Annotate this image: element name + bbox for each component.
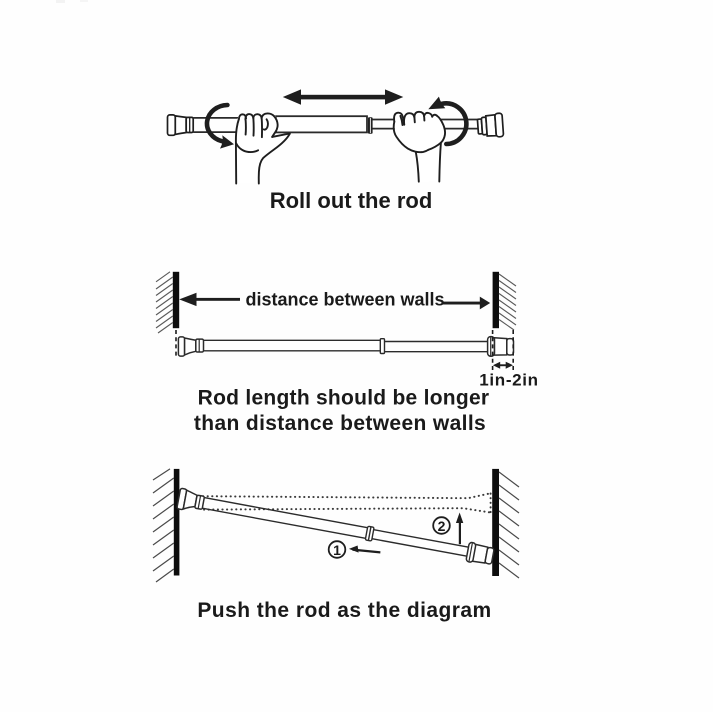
svg-text:2: 2 (438, 518, 446, 534)
svg-text:than distance between walls: than distance between walls (194, 412, 486, 435)
svg-text:Push the rod as the diagram: Push the rod as the diagram (197, 599, 491, 622)
svg-text:Rod length should be longer: Rod length should be longer (198, 387, 490, 410)
svg-text:1: 1 (333, 542, 341, 558)
svg-text:1in-2in: 1in-2in (479, 370, 538, 389)
svg-text:distance between walls: distance between walls (245, 290, 444, 310)
svg-text:Roll out the rod: Roll out the rod (270, 188, 433, 213)
